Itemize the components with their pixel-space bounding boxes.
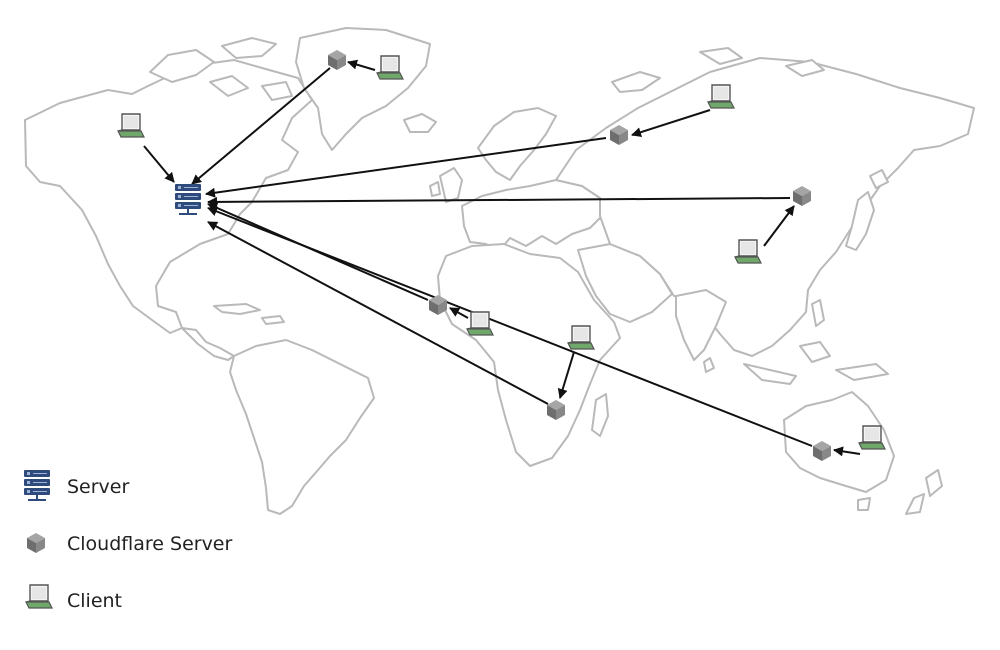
landmass-africa — [437, 243, 621, 467]
landmass-north-america — [24, 59, 313, 334]
landmass-iceland — [403, 113, 437, 133]
connections — [143, 59, 861, 457]
arrow-cloudflare-greenland-to-origin — [191, 67, 331, 185]
landmass-sri-lanka — [703, 357, 715, 373]
landmass-caribbean — [213, 303, 285, 325]
client-laptop-north-america-icon — [117, 113, 145, 138]
landmass-south-america — [229, 339, 375, 515]
landmass-australia — [783, 391, 895, 493]
landmass-russian-arctic-islands — [611, 47, 825, 93]
landmass-india — [675, 289, 727, 361]
arrow-cloudflare-southern-africa-to-origin — [207, 221, 549, 405]
laptop-icon — [25, 584, 53, 609]
client-laptop-china-icon — [734, 239, 762, 264]
arrow-client-north-america-to-origin — [143, 145, 175, 183]
client-laptop-australia-icon — [858, 425, 886, 450]
arrow-client-greenland-to-cloudflare — [347, 59, 376, 71]
landmass-asia — [555, 57, 975, 357]
arrow-client-west-africa-to-cloudflare — [449, 307, 469, 319]
arrow-cloudflare-australia-to-origin — [207, 206, 813, 447]
arrow-client-russia-to-cloudflare — [631, 109, 711, 138]
arrow-client-australia-to-cloudflare — [833, 446, 861, 457]
landmass-japan — [845, 169, 889, 251]
landmass-scandinavia — [477, 107, 557, 181]
landmass-canadian-arctic-islands — [149, 37, 293, 101]
landmass-central-america — [181, 327, 235, 361]
client-laptop-east-africa-icon — [567, 325, 595, 350]
client-laptop-west-africa-icon — [466, 311, 494, 336]
arrow-cloudflare-east-asia-to-origin — [207, 196, 791, 207]
legend-label-server: Server — [67, 476, 129, 498]
arrow-cloudflare-russia-to-origin — [205, 137, 607, 198]
legend-item-server: Server — [23, 469, 129, 501]
landmass-british-isles — [429, 167, 463, 203]
world-map — [24, 27, 975, 515]
legend-item-cloudflare-server: Cloudflare Server — [27, 533, 233, 555]
client-laptop-russia-icon — [707, 84, 735, 109]
arrow-client-east-africa-to-cloudflare — [557, 351, 575, 399]
landmass-southeast-asia-islands — [743, 299, 889, 385]
legend-item-client: Client — [25, 584, 122, 612]
arrow-client-china-to-cloudflare — [763, 205, 795, 247]
landmass-new-zealand — [905, 469, 943, 515]
client-laptop-greenland-icon — [376, 55, 404, 80]
legend: Server Cloudflare Server Client — [23, 469, 233, 612]
server-rack-icon — [23, 469, 51, 501]
landmass-madagascar — [591, 393, 609, 437]
cloudflare-cube-icon — [27, 533, 45, 553]
legend-label-cloudflare-server: Cloudflare Server — [67, 533, 233, 555]
landmass-tasmania — [857, 497, 871, 511]
legend-label-client: Client — [67, 590, 122, 612]
landmass-europe — [461, 179, 605, 253]
